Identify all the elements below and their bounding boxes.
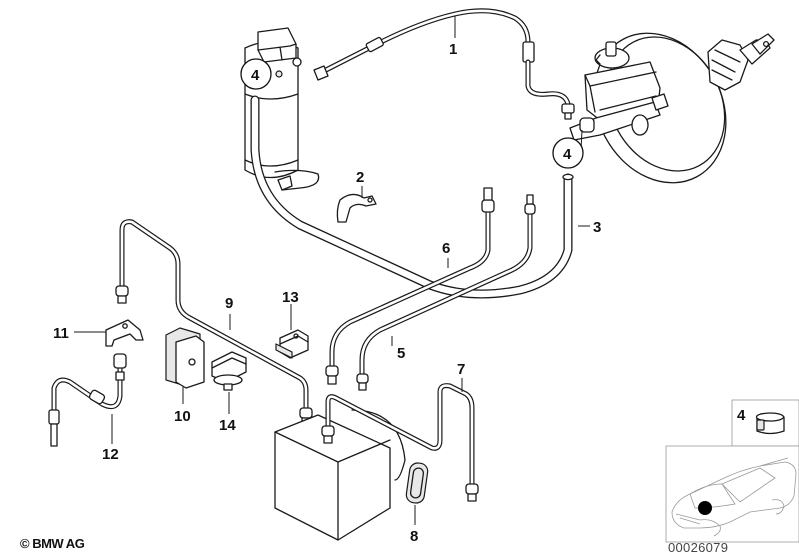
brake-pipe-5[interactable] bbox=[356, 194, 536, 391]
brake-pipe-6[interactable] bbox=[325, 187, 495, 385]
callout-3[interactable]: 3 bbox=[593, 219, 601, 236]
pipe-holder-13[interactable] bbox=[275, 329, 309, 359]
hose-clamp-icon bbox=[755, 412, 785, 435]
callout-10[interactable]: 10 bbox=[174, 408, 191, 425]
callout-1[interactable]: 1 bbox=[449, 41, 457, 58]
rubber-mount-10[interactable] bbox=[165, 327, 205, 389]
callout-labels: 1 2 3 4 4 5 6 7 8 9 10 11 12 13 14 bbox=[53, 41, 601, 545]
pipe-clip-14[interactable] bbox=[211, 351, 247, 391]
callout-11[interactable]: 11 bbox=[53, 325, 69, 342]
brake-pipe-9[interactable] bbox=[115, 219, 313, 426]
callout-4a[interactable]: 4 bbox=[251, 67, 260, 84]
callout-14[interactable]: 14 bbox=[219, 417, 236, 434]
callout-13[interactable]: 13 bbox=[282, 289, 299, 306]
brake-hose-12[interactable] bbox=[48, 353, 127, 447]
image-number: 00026079 bbox=[668, 540, 729, 555]
bracket-11[interactable] bbox=[105, 319, 144, 347]
callout-12[interactable]: 12 bbox=[102, 446, 119, 463]
callout-4b[interactable]: 4 bbox=[563, 146, 572, 163]
callout-5[interactable]: 5 bbox=[397, 345, 405, 362]
callout-2[interactable]: 2 bbox=[356, 169, 364, 186]
brake-pipe-7[interactable] bbox=[321, 383, 479, 502]
hydraulic-unit[interactable] bbox=[274, 409, 406, 541]
callout-4-circle-a bbox=[240, 58, 272, 90]
master-cylinder[interactable] bbox=[569, 41, 669, 141]
pipe-clip-2[interactable] bbox=[336, 193, 377, 223]
grommet-8[interactable] bbox=[405, 462, 429, 504]
callout-6[interactable]: 6 bbox=[442, 240, 450, 257]
callout-7[interactable]: 7 bbox=[457, 361, 465, 378]
callout-4-circle-b bbox=[552, 137, 584, 169]
location-marker-icon bbox=[698, 501, 712, 515]
car-location-thumbnail bbox=[665, 445, 799, 543]
inset-part-4[interactable]: 4 bbox=[731, 399, 799, 447]
callout-8[interactable]: 8 bbox=[410, 528, 418, 545]
brake-hose-1[interactable] bbox=[313, 8, 575, 120]
inset-label: 4 bbox=[737, 407, 746, 424]
vacuum-hose-3[interactable] bbox=[250, 95, 574, 299]
copyright-notice: © BMW AG bbox=[20, 536, 85, 551]
callout-9[interactable]: 9 bbox=[225, 295, 233, 312]
